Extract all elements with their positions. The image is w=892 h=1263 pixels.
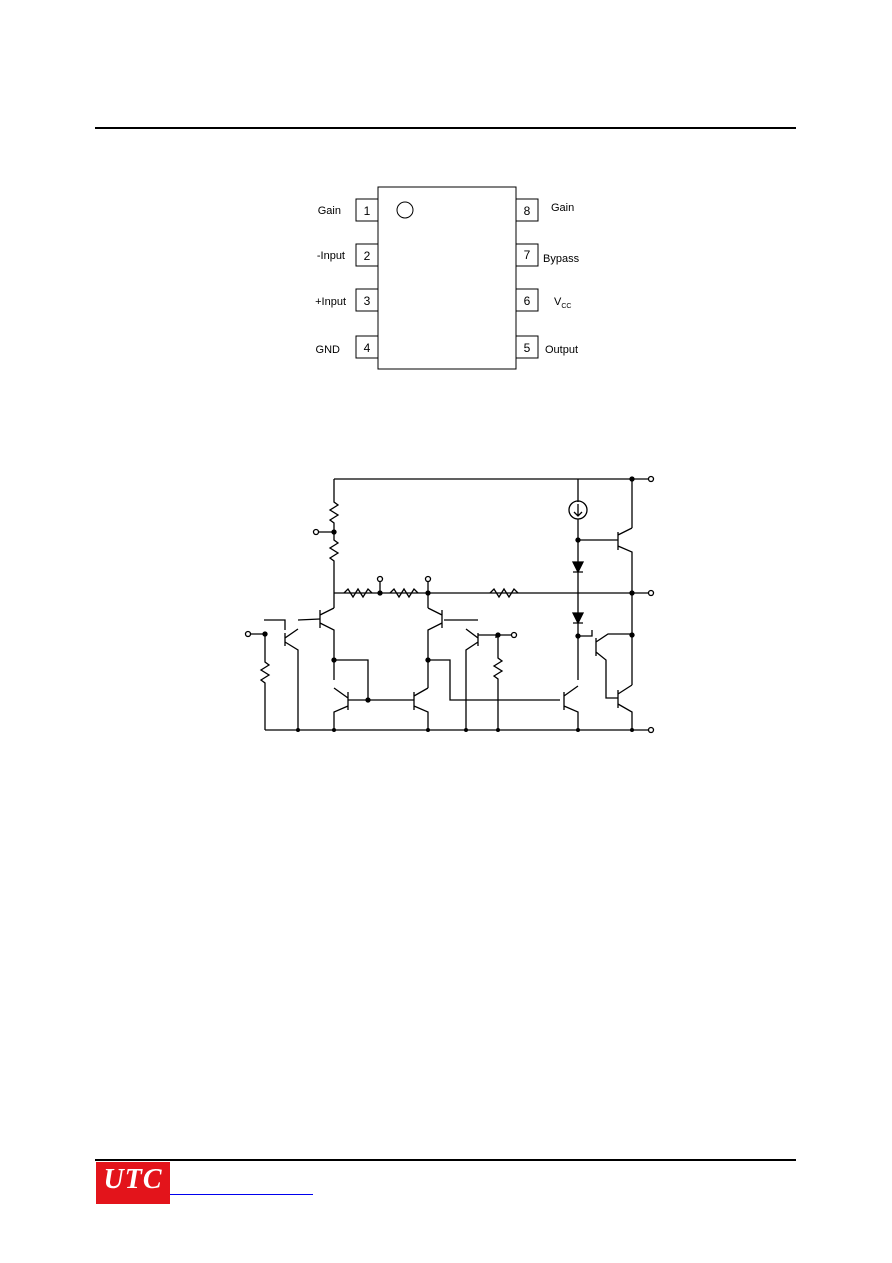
transistor	[427, 593, 443, 688]
resistor	[492, 635, 504, 730]
pin-box	[355, 198, 379, 222]
utc-logo-text: UTC	[103, 1164, 163, 1195]
pin-number: 8	[524, 204, 531, 218]
transistor	[413, 687, 429, 730]
resistor	[328, 532, 340, 593]
minus-input-terminal	[244, 630, 252, 638]
pin-label: -Input	[317, 250, 345, 262]
equivalent-schematic-diagram	[244, 475, 655, 734]
pin-configuration-diagram: 1 Gain 2 -Input 3 +Input 4 GND 8 Gain 7 …	[315, 186, 580, 370]
wire	[428, 659, 560, 701]
current-source-arrow-icon	[573, 504, 583, 517]
junction-dot	[365, 697, 371, 703]
resistor	[328, 479, 340, 532]
transistor	[319, 607, 335, 658]
junction-dot	[576, 728, 580, 732]
wire	[478, 634, 512, 638]
junction-dot	[464, 728, 468, 732]
output-terminal	[647, 589, 655, 597]
pin-label-vcc: VCC	[554, 296, 571, 310]
junction-dot	[496, 728, 500, 732]
header-rule	[95, 127, 796, 129]
diode-icon	[571, 612, 585, 625]
resistor	[259, 634, 271, 730]
transistor	[578, 527, 633, 593]
pin-label: +Input	[315, 296, 346, 308]
pin-number: 4	[364, 341, 371, 355]
junction-dot	[332, 728, 336, 732]
pin-number: 3	[364, 294, 371, 308]
gain-terminal	[424, 575, 432, 583]
pin-label: Bypass	[543, 253, 580, 265]
utc-logo: UTC	[96, 1162, 170, 1204]
gain-terminal	[376, 575, 384, 583]
junction-dot	[331, 657, 337, 663]
transistor	[444, 619, 479, 730]
pin-number: 6	[524, 294, 531, 308]
pin1-indicator-icon	[396, 201, 414, 219]
diode-icon	[571, 561, 585, 574]
pin-box	[355, 288, 379, 312]
pin-box	[515, 198, 539, 222]
pin-number: 1	[364, 204, 371, 218]
pin-box	[515, 335, 539, 359]
pin-number: 2	[364, 249, 371, 263]
pin-label: Output	[545, 344, 578, 356]
junction-dot	[630, 728, 634, 732]
pin-number: 5	[524, 341, 531, 355]
pin-box	[515, 288, 539, 312]
pin-label: Gain	[551, 202, 574, 214]
resistor	[343, 587, 373, 599]
pin-box	[355, 243, 379, 267]
transistor	[284, 618, 321, 730]
gnd-terminal	[647, 726, 655, 734]
footer-rule	[95, 1159, 796, 1161]
transistor	[333, 687, 349, 730]
pin-label: Gain	[318, 205, 341, 217]
pin-number: 7	[524, 248, 531, 262]
plus-input-terminal	[510, 631, 518, 639]
bypass-terminal	[312, 528, 320, 536]
wire	[250, 619, 286, 635]
pin-box	[515, 243, 539, 267]
pin-box	[355, 335, 379, 359]
junction-dot	[296, 728, 300, 732]
junction-dot	[426, 728, 430, 732]
pin-label: GND	[316, 344, 341, 356]
website-link-underline[interactable]	[170, 1194, 313, 1195]
resistor	[489, 587, 519, 599]
transistor	[563, 685, 579, 730]
vcc-terminal	[647, 475, 655, 483]
transistor	[617, 684, 633, 730]
resistor	[389, 587, 419, 599]
transistor	[578, 630, 632, 699]
